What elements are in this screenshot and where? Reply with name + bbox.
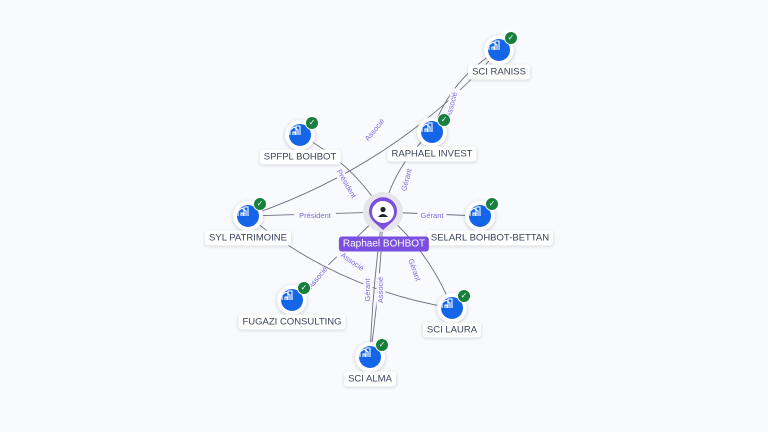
company-node-selarl[interactable]: ✓ (465, 197, 499, 231)
edge-label: Associé (376, 277, 385, 303)
edge-label: Gérant (363, 278, 372, 302)
edge-label-bg (335, 248, 369, 276)
company-node-alma[interactable]: ✓ (355, 338, 389, 372)
person-icon (378, 206, 388, 217)
edge-label: Gérant (421, 211, 445, 220)
company-label[interactable]: SCI ALMA (344, 371, 396, 387)
edge-label: Gérant (406, 258, 423, 283)
verified-check-icon: ✓ (305, 116, 319, 130)
company-label[interactable]: SCI RANISS (468, 64, 530, 80)
company-label[interactable]: SYL PATRIMOINE (205, 230, 291, 246)
company-label[interactable]: FUGAZI CONSULTING (238, 314, 346, 330)
edge-label: Gérant (399, 167, 414, 192)
verified-check-icon: ✓ (485, 197, 499, 211)
company-node-invest[interactable]: ✓ (417, 113, 451, 147)
edge-label-bg (376, 273, 386, 307)
company-node-fugazi[interactable]: ✓ (277, 281, 311, 315)
company-label[interactable]: SCI LAURA (422, 322, 482, 338)
verified-check-icon: ✓ (437, 113, 451, 127)
building-icon (488, 39, 510, 61)
center-node-pin[interactable] (369, 197, 397, 230)
building-icon (359, 346, 381, 368)
company-label[interactable]: RAPHAEL INVEST (387, 146, 477, 162)
edge-label-bg (398, 164, 416, 196)
company-label[interactable]: SELARL BOHBOT-BETTAN (426, 230, 554, 246)
building-icon (237, 205, 259, 227)
edge-label-bg (360, 114, 390, 146)
center-person-label[interactable]: Raphael BOHBOT (338, 236, 430, 252)
edge-label: Associé (339, 250, 366, 272)
edge-label-bg (417, 211, 447, 221)
company-label[interactable]: SPFPL BOHBOT (259, 149, 341, 165)
edge-label-bg (294, 211, 336, 221)
building-icon (421, 121, 443, 143)
company-node-syl[interactable]: ✓ (233, 197, 267, 231)
company-node-spfpl[interactable]: ✓ (285, 116, 319, 150)
edge-label: Président (299, 211, 332, 220)
verified-check-icon: ✓ (504, 31, 518, 45)
edge-label-bg (303, 262, 333, 294)
edge-label-bg (331, 163, 361, 205)
edge-label: Associé (363, 117, 387, 143)
verified-check-icon: ✓ (375, 338, 389, 352)
building-icon (441, 297, 463, 319)
edge-label-bg (363, 275, 373, 305)
company-node-raniss[interactable]: ✓ (484, 31, 518, 65)
verified-check-icon: ✓ (457, 289, 471, 303)
edge-label-bg (404, 254, 424, 286)
company-node-laura[interactable]: ✓ (437, 289, 471, 323)
building-icon (281, 289, 303, 311)
verified-check-icon: ✓ (297, 281, 311, 295)
building-icon (289, 124, 311, 146)
building-icon (469, 205, 491, 227)
verified-check-icon: ✓ (253, 197, 267, 211)
